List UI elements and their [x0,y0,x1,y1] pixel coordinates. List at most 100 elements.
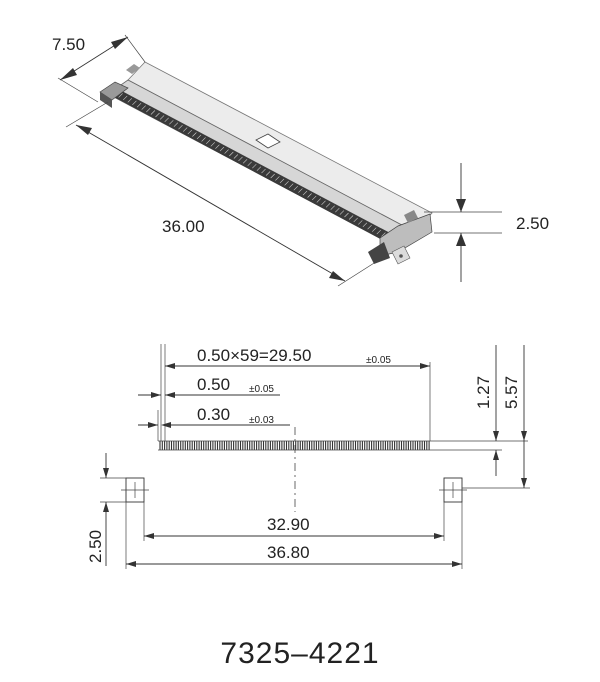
contact-pin [302,190,308,196]
part-number: 7325–4221 [220,637,379,670]
contact-pin [330,205,335,210]
arrowhead [329,271,345,281]
ext-line [337,257,383,287]
dim-7-50: 7.50 [52,34,146,103]
contact-pin [150,110,156,115]
arrowhead [434,533,444,539]
pin-width-tolerance: ±0.03 [249,415,274,426]
contact-pin [279,178,285,184]
contact-pin [127,98,133,103]
contact-pin [219,146,225,152]
ext-line [57,77,99,103]
arrowhead [493,450,499,460]
arrowhead [521,478,527,488]
pitch-label: 0.50 [197,375,230,394]
arrowhead [144,533,154,539]
overall-length-label: 36.80 [267,543,310,562]
arrowhead [161,422,171,428]
arrowhead [456,233,466,246]
dim-5-57-label: 5.57 [502,376,521,409]
contact-pin [224,149,229,154]
pitch-formula-label: 0.50×59=29.50 [197,346,311,365]
contact-pin [122,95,128,101]
connector-3d-view [99,61,433,265]
contact-pin [371,227,377,232]
dim-2-50-height-label: 2.50 [516,214,549,233]
contact-pin [265,171,271,176]
contact-pin [118,93,123,98]
right-latch [368,242,390,264]
contact-pin [307,193,312,198]
dim-1-27-label: 1.27 [474,376,493,409]
contact-pin [229,151,234,157]
left-end-block-side [100,92,112,108]
contact-pin [196,134,202,140]
arrowhead [493,431,499,441]
arrowhead [60,68,77,80]
contact-pin [192,132,197,137]
contact-pin [316,198,322,203]
arrowhead [165,392,175,398]
contact-pin [381,232,386,237]
contact-pin [155,112,160,118]
pitch-tolerance: ±0.05 [249,384,274,395]
contact-pin [298,188,303,193]
contact-pin [141,105,146,110]
arrowhead [103,502,109,512]
contact-pin [146,107,151,113]
arrowhead [76,125,92,135]
contact-pin [348,215,354,220]
connector-top-face [127,61,433,233]
dim-36-00: 36.00 [65,101,383,287]
contact-pin [201,137,206,142]
arrowhead [126,561,136,567]
arrowhead [148,422,158,428]
ext-line [124,34,146,63]
contact-pin [252,163,257,169]
mount-spacing-label: 32.90 [267,515,310,534]
contact-pin [173,122,179,127]
contact-pin [242,159,248,164]
arrowhead [452,561,462,567]
left-top-notch [126,64,140,74]
contact-pin [335,207,340,213]
contact-pin [339,210,345,215]
dim-2-50-side-label: 2.50 [86,530,105,563]
dim-36-00-line [75,124,346,282]
arrowhead [165,363,175,369]
contact-pin [288,183,294,188]
ext-line [65,101,109,128]
footprint-view: 0.50×59=29.50 ±0.05 0.50 ±0.05 0.30 ±0.0… [86,344,530,569]
contact-slot [112,90,392,241]
arrowhead [111,37,128,49]
dim-7-50-label: 7.50 [52,35,85,54]
arrowhead [420,363,430,369]
arrowhead [456,199,466,212]
dim-36-00-label: 36.00 [162,217,205,236]
contact-pin [187,129,193,135]
contact-pin [205,139,211,145]
contact-pin [376,229,382,235]
contact-pin [344,212,349,218]
contact-pin [215,144,220,149]
contact-pin [321,200,326,206]
contact-pin [284,181,289,186]
arrowhead [151,392,161,398]
contact-pin [247,161,252,167]
contact-pin [182,127,188,132]
connector-front-face [107,79,416,247]
contact-pin [238,156,243,162]
contact-pin [164,117,169,123]
contact-pin [256,166,262,171]
contact-pin [233,154,239,159]
pin-width-label: 0.30 [197,405,230,424]
arrowhead [103,468,109,478]
contact-pin [275,176,280,181]
contact-pin [325,203,331,208]
contact-pin [169,120,174,125]
right-end-notch [404,210,418,223]
contact-pin [358,220,363,225]
dim-2-50-height: 2.50 [424,163,549,282]
